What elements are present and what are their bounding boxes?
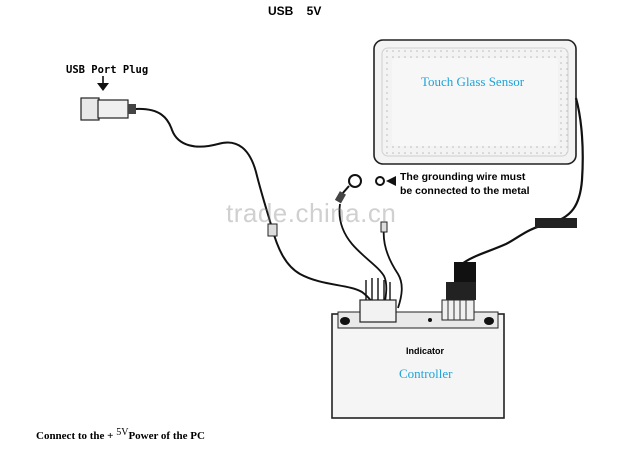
footer-note: Connect to the + 5VPower of the PC [36,427,205,442]
touch-glass-sensor [373,39,577,165]
usb-cable-ferrite [267,223,278,237]
watermark: trade.china.cn [226,198,397,228]
sensor-connector [441,262,476,321]
indicator-label: Indicator [406,346,445,356]
footer-pre: Connect to the + [36,430,114,442]
sensor-cable-connector [535,218,577,228]
ground-note-line1: The grounding wire must [400,171,526,183]
ground-terminal-icon [334,174,396,204]
usb-cable [135,107,377,311]
usb-arrow-icon [97,76,109,91]
ground-note-line2: be connected to the metal [400,185,530,197]
usb-plug-label: USB Port Plug [66,64,149,76]
footer-volt: 5V [116,427,129,438]
sensor-label: Touch Glass Sensor [421,74,525,89]
footer-post: Power of the PC [128,430,205,442]
controller-label: Controller [399,366,453,381]
controller-board [331,311,505,419]
indicator-led-icon [428,318,432,322]
power-connector [359,278,397,323]
ground-wire-2 [382,227,403,309]
diagram-title: USB 5V [268,4,322,18]
usb-plug [80,97,136,121]
ground-wire [338,203,388,309]
